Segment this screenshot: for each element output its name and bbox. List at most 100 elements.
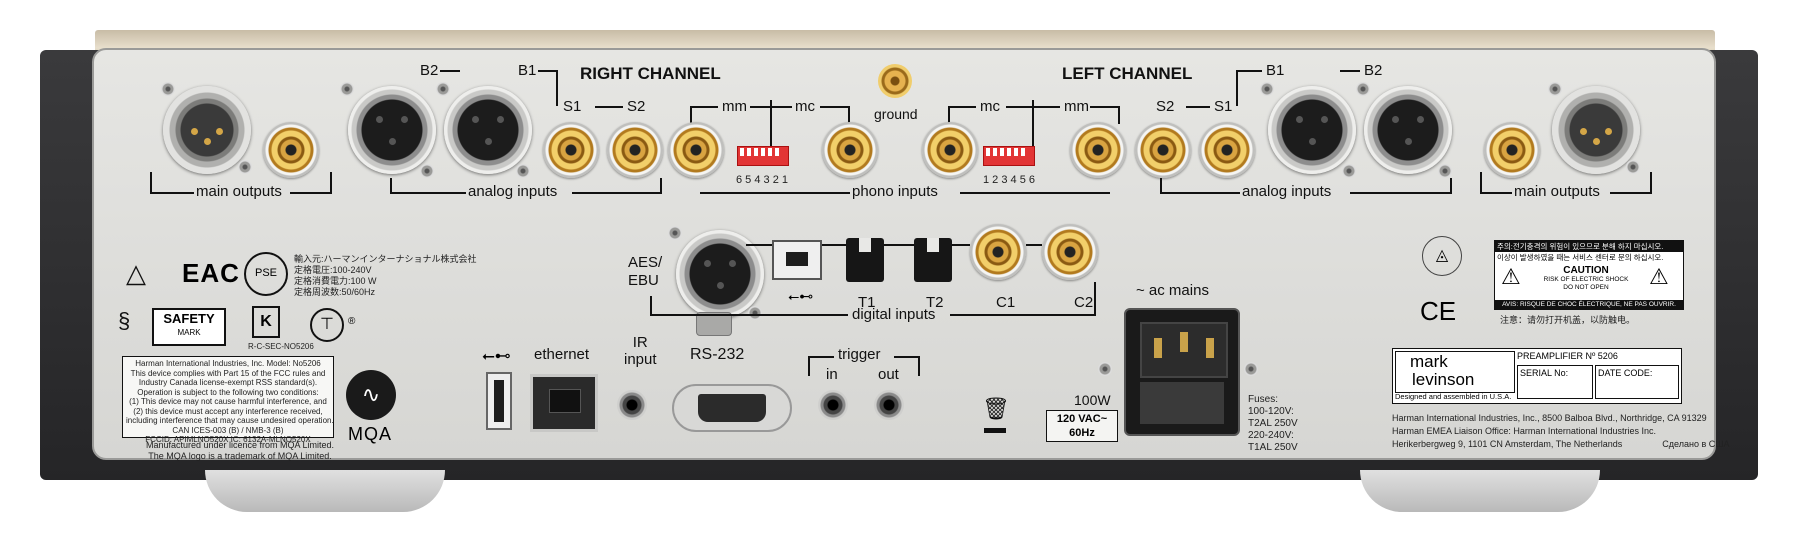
right-mc-label: mc: [795, 98, 815, 115]
screw-icon: [1548, 82, 1562, 96]
screw-icon: [748, 306, 762, 320]
chinese-warning: 注意：请勿打开机盖，以防触电。: [1500, 315, 1636, 325]
right-main-output-xlr[interactable]: [163, 86, 251, 174]
rcm-triangle-icon: △: [126, 258, 146, 288]
fuse-drawer[interactable]: [1140, 382, 1224, 424]
left-s2-label: S2: [1156, 98, 1175, 115]
digital-inputs-label: digital inputs: [852, 306, 936, 323]
iec-power-inlet[interactable]: [1124, 308, 1240, 436]
ethernet-label: ethernet: [534, 346, 590, 363]
fcc-compliance-box: Harman International Industries, Inc. Mo…: [122, 356, 334, 444]
kc-mark-icon: K: [252, 306, 280, 338]
model-plate: mark levinson Designed and assembled in …: [1392, 348, 1682, 404]
right-mm-label: mm: [722, 98, 747, 115]
right-foot: [1360, 470, 1600, 512]
toslink-t2-input[interactable]: [914, 238, 952, 282]
telec-mark-icon: ⊤: [310, 308, 344, 342]
right-phono-mm-rca[interactable]: [668, 122, 724, 178]
lightning-warning-icon: ⚠: [1501, 264, 1521, 289]
right-phono-mc-rca[interactable]: [822, 122, 878, 178]
exclamation-warning-icon: ⚠: [1649, 264, 1669, 289]
ethernet-port[interactable]: [530, 374, 598, 432]
c2-label: C2: [1074, 294, 1094, 311]
screw-icon: [1342, 164, 1356, 178]
certification-seal-icon: ◬: [1422, 236, 1462, 276]
mqa-licence-text: Manufactured under licence from MQA Limi…: [145, 440, 335, 461]
coax-c1-input[interactable]: [970, 224, 1026, 280]
right-s1-label: S1: [563, 98, 582, 115]
screw-icon: [420, 164, 434, 178]
screw-icon: [1244, 362, 1258, 376]
left-phono-mm-rca[interactable]: [1070, 122, 1126, 178]
right-b2-label: B2: [420, 62, 439, 79]
left-analog-input-b2-xlr[interactable]: [1364, 86, 1452, 174]
left-analog-input-s2-rca[interactable]: [1135, 122, 1191, 178]
power-watts-label: 100W: [1074, 392, 1111, 408]
usb-a-port[interactable]: [486, 372, 512, 430]
serial-number-field: SERIAL No:: [1517, 365, 1593, 399]
right-main-outputs-label: main outputs: [196, 183, 282, 200]
screw-icon: [340, 82, 354, 96]
screw-icon: [161, 82, 175, 96]
coax-c2-input[interactable]: [1042, 224, 1098, 280]
screw-icon: [1438, 164, 1452, 178]
screw-icon: [516, 164, 530, 178]
screw-icon: [668, 226, 682, 240]
brand-logo: mark levinson: [1395, 351, 1515, 393]
usb-icon: ⭠⊷: [482, 348, 511, 365]
trigger-label: trigger: [838, 346, 881, 363]
left-b1-label: B1: [1266, 62, 1285, 79]
left-analog-input-s1-rca[interactable]: [1199, 122, 1255, 178]
trigger-in-label: in: [826, 366, 838, 383]
left-main-output-xlr[interactable]: [1552, 86, 1640, 174]
left-dip-numbers: 1 2 3 4 5 6: [983, 174, 1035, 186]
right-dip-numbers: 6 5 4 3 2 1: [736, 174, 788, 186]
right-b1-label: B1: [518, 62, 537, 79]
left-analog-input-b1-xlr[interactable]: [1268, 86, 1356, 174]
right-analog-input-s2-rca[interactable]: [607, 122, 663, 178]
right-phono-dip-switch[interactable]: [737, 146, 789, 166]
toslink-t1-input[interactable]: [846, 238, 884, 282]
trigger-out-label: out: [878, 366, 899, 383]
usb-icon: ⭠⊷: [788, 288, 814, 304]
ground-terminal[interactable]: [878, 64, 912, 98]
right-main-output-rca[interactable]: [263, 122, 319, 178]
mqa-wave-icon: ∿: [346, 370, 396, 420]
registered-icon: ®: [348, 316, 356, 327]
left-mc-label: mc: [980, 98, 1000, 115]
manufacturer-address: Harman International Industries, Inc., 8…: [1392, 413, 1730, 449]
power-rating-box: 120 VAC~60Hz: [1046, 410, 1118, 442]
ce-mark: CE: [1420, 296, 1457, 326]
left-foot: [205, 470, 445, 512]
screw-icon: [1356, 82, 1370, 96]
safety-mark: SAFETY MARK: [152, 308, 226, 346]
right-analog-input-b1-xlr[interactable]: [444, 86, 532, 174]
xlr-release-latch[interactable]: [696, 312, 732, 336]
right-analog-inputs-label: analog inputs: [468, 183, 558, 200]
left-b2-label: B2: [1364, 62, 1383, 79]
t2-label: T2: [926, 294, 944, 311]
trigger-in-jack[interactable]: [818, 390, 848, 420]
left-mm-label: mm: [1064, 98, 1089, 115]
trigger-out-jack[interactable]: [874, 390, 904, 420]
screw-icon: [436, 82, 450, 96]
right-analog-input-s1-rca[interactable]: [543, 122, 599, 178]
left-main-output-rca[interactable]: [1484, 122, 1540, 178]
eac-mark: EAC: [182, 258, 240, 288]
screw-icon: [238, 160, 252, 174]
caution-label: 주의:전기충격의 위험이 있으므로 분해 하지 마십시오. 이상이 발생하였을 …: [1494, 240, 1684, 310]
usb-b-input[interactable]: [772, 240, 822, 280]
date-code-field: DATE CODE:: [1595, 365, 1679, 399]
rs232-port[interactable]: [672, 384, 792, 432]
ground-label: ground: [874, 106, 918, 122]
ir-input-jack[interactable]: [617, 390, 647, 420]
ac-mains-label: ~ ac mains: [1136, 282, 1209, 299]
weee-bin-icon: 🗑: [982, 396, 1010, 421]
left-phono-mc-rca[interactable]: [922, 122, 978, 178]
right-analog-input-b2-xlr[interactable]: [348, 86, 436, 174]
mqa-logo: MQA: [348, 424, 393, 444]
right-s2-label: S2: [627, 98, 646, 115]
left-phono-dip-switch[interactable]: [983, 146, 1035, 166]
